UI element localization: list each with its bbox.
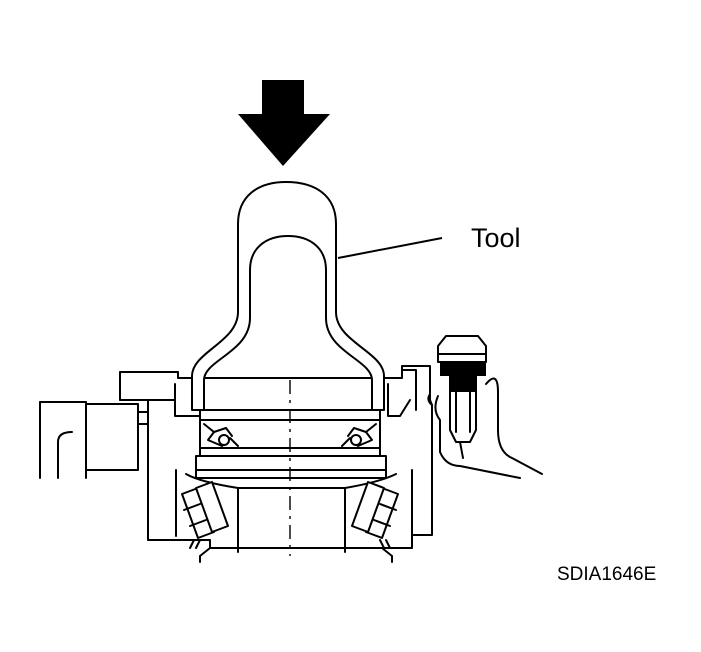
bearing-roller-right: [351, 481, 399, 549]
figure-code: SDIA1646E: [557, 564, 656, 585]
knuckle-housing: [39, 365, 433, 563]
down-arrow-icon: [238, 80, 330, 166]
tool: [191, 181, 385, 411]
bearing-roller-left: [181, 481, 229, 549]
tool-leader-line: [337, 237, 443, 259]
tool-label: Tool: [471, 223, 521, 253]
bearing-seal: [185, 409, 397, 489]
hand: [427, 377, 543, 479]
bolt: [437, 335, 487, 459]
